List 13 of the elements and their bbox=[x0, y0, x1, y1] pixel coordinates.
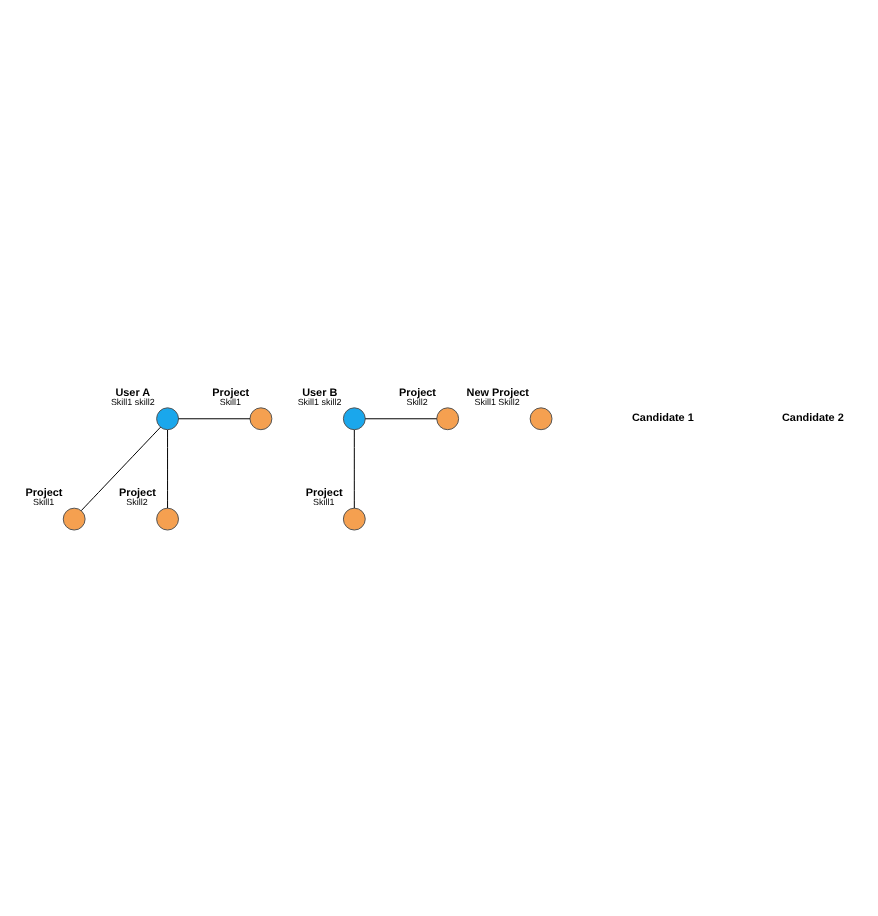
connector bbox=[178, 417, 251, 419]
node-circle bbox=[342, 506, 366, 530]
connector bbox=[167, 428, 169, 508]
node-circle bbox=[156, 506, 179, 530]
connector bbox=[364, 417, 438, 419]
connector bbox=[80, 425, 162, 511]
node-circle bbox=[62, 506, 86, 530]
node-circle bbox=[249, 406, 273, 430]
connector bbox=[353, 428, 355, 508]
node-circle bbox=[529, 406, 553, 430]
node-circle bbox=[342, 406, 366, 430]
node-circle bbox=[436, 406, 460, 430]
node-circle bbox=[156, 406, 179, 430]
